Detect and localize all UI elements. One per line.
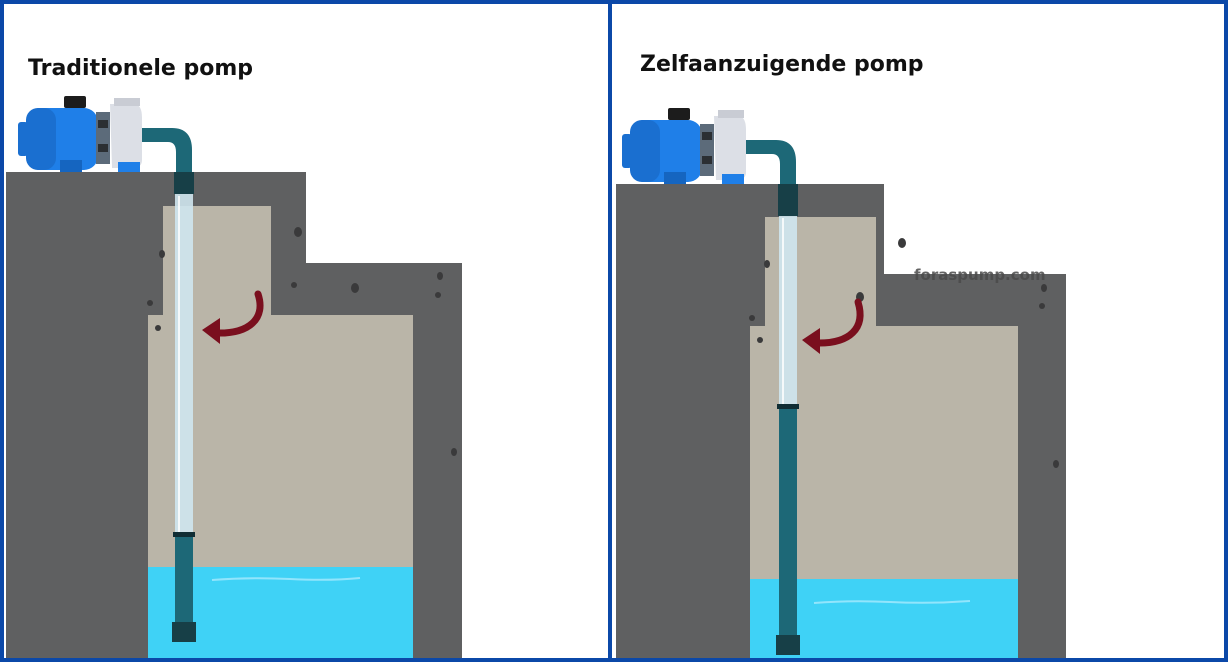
water-ripple: [813, 600, 971, 604]
pump-icon: [18, 96, 142, 172]
suction-pipe-empty: [175, 194, 193, 534]
scene-self-priming: [616, 108, 1066, 662]
foot-valve: [776, 635, 800, 655]
panel-traditional-pump: Traditionele pomp: [0, 0, 610, 662]
suction-pipe-empty: [779, 216, 797, 406]
foot-valve: [172, 622, 196, 642]
panel-self-priming-pump: Zelfaanzuigende pomp foraspump.com: [610, 0, 1228, 662]
curved-arrow-icon: [802, 298, 864, 354]
discharge-elbow: [746, 140, 796, 184]
pipe-collar: [778, 184, 798, 216]
pipe-collar: [174, 172, 194, 194]
scene-traditional: [6, 96, 462, 662]
curved-arrow-icon: [202, 290, 264, 344]
suction-pipe-water: [779, 409, 797, 635]
suction-pipe-water: [175, 537, 193, 622]
water-ripple: [211, 577, 361, 581]
pipe-water-level-mark: [777, 404, 799, 409]
discharge-elbow: [142, 128, 192, 172]
watermark: foraspump.com: [914, 266, 1046, 284]
soil-pit: [750, 217, 1018, 662]
panel-title: Zelfaanzuigende pomp: [640, 52, 924, 77]
concrete-speckles: [147, 227, 457, 456]
pipe-water-level-mark: [173, 532, 195, 537]
soil-pit: [148, 206, 413, 662]
pump-icon: [622, 108, 746, 184]
panel-title: Traditionele pomp: [28, 56, 253, 81]
